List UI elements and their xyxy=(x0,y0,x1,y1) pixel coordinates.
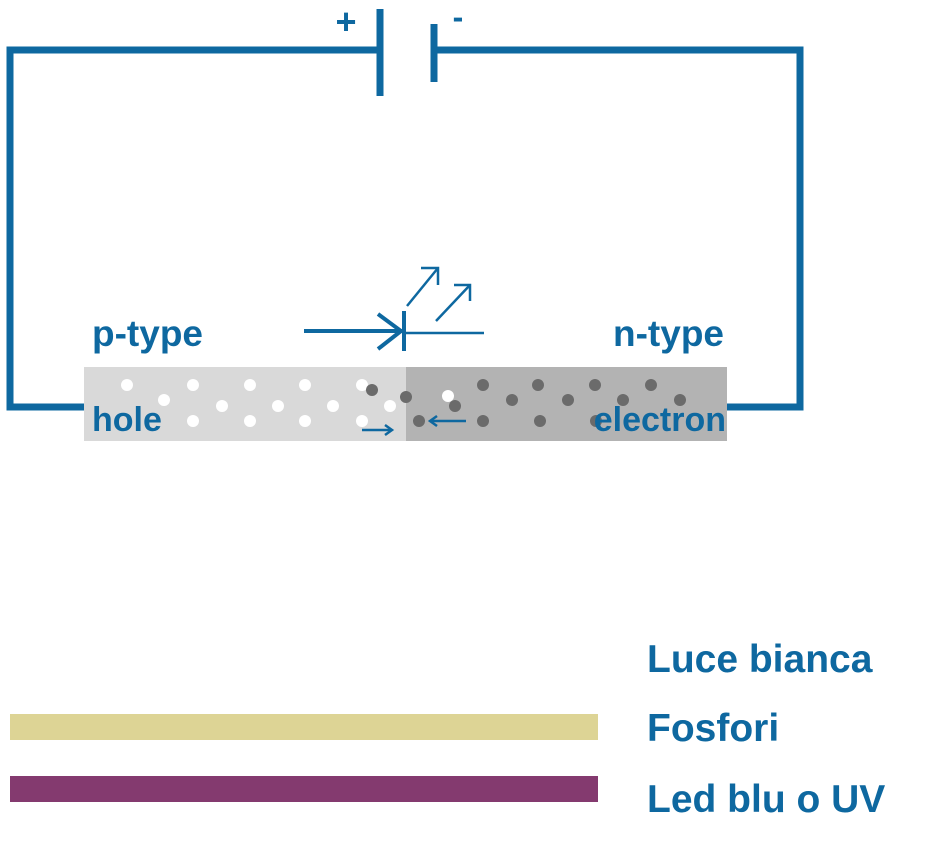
electron-dot xyxy=(617,394,629,406)
battery-negative-sign: - xyxy=(453,0,464,35)
hole-dot xyxy=(327,400,339,412)
left-wire xyxy=(6,46,380,411)
electron-dot xyxy=(477,415,489,427)
electron-dot xyxy=(413,415,425,427)
hole-dot xyxy=(187,379,199,391)
carrier-arrows xyxy=(362,414,466,437)
hole-label: hole xyxy=(92,401,162,439)
led-label: Led blu o UV xyxy=(647,778,885,821)
circuit xyxy=(6,46,804,411)
battery-positive-sign: + xyxy=(335,1,356,42)
electron-dot xyxy=(589,379,601,391)
hole-dot xyxy=(356,379,368,391)
hole-dot xyxy=(442,390,454,402)
electron-dot xyxy=(562,394,574,406)
electron-dot xyxy=(449,400,461,412)
photon-arrows-icon xyxy=(406,266,472,322)
electron-dot xyxy=(674,394,686,406)
p-type-label: p-type xyxy=(92,313,203,354)
right-wire xyxy=(434,46,804,411)
hole-motion-arrow-icon xyxy=(362,423,395,437)
hole-dot xyxy=(356,415,368,427)
led-symbol-icon xyxy=(304,311,484,351)
hole-dot xyxy=(216,400,228,412)
hole-dot xyxy=(384,400,396,412)
electrons xyxy=(366,379,686,427)
hole-dot xyxy=(187,415,199,427)
electron-dot xyxy=(645,379,657,391)
phosphor-layer xyxy=(10,714,598,740)
hole-dot xyxy=(299,415,311,427)
holes xyxy=(121,379,454,427)
n-type-label: n-type xyxy=(613,313,724,354)
hole-dot xyxy=(244,379,256,391)
led-layer xyxy=(10,776,598,802)
hole-dot xyxy=(158,394,170,406)
hole-dot xyxy=(272,400,284,412)
electron-dot xyxy=(400,391,412,403)
electron-label: electron xyxy=(594,401,726,439)
electron-dot xyxy=(506,394,518,406)
electron-motion-arrow-icon xyxy=(427,414,466,428)
p-region xyxy=(84,367,406,441)
electron-dot xyxy=(477,379,489,391)
phosphor-label: Fosfori xyxy=(647,707,779,750)
electron-dot xyxy=(590,415,602,427)
led-arrowhead xyxy=(376,312,405,351)
battery-symbol xyxy=(376,9,438,96)
electron-dot xyxy=(534,415,546,427)
electron-dot xyxy=(532,379,544,391)
hole-dot xyxy=(244,415,256,427)
white-light-label: Luce bianca xyxy=(647,638,873,681)
electron-dot xyxy=(366,384,378,396)
hole-dot xyxy=(299,379,311,391)
hole-dot xyxy=(121,379,133,391)
